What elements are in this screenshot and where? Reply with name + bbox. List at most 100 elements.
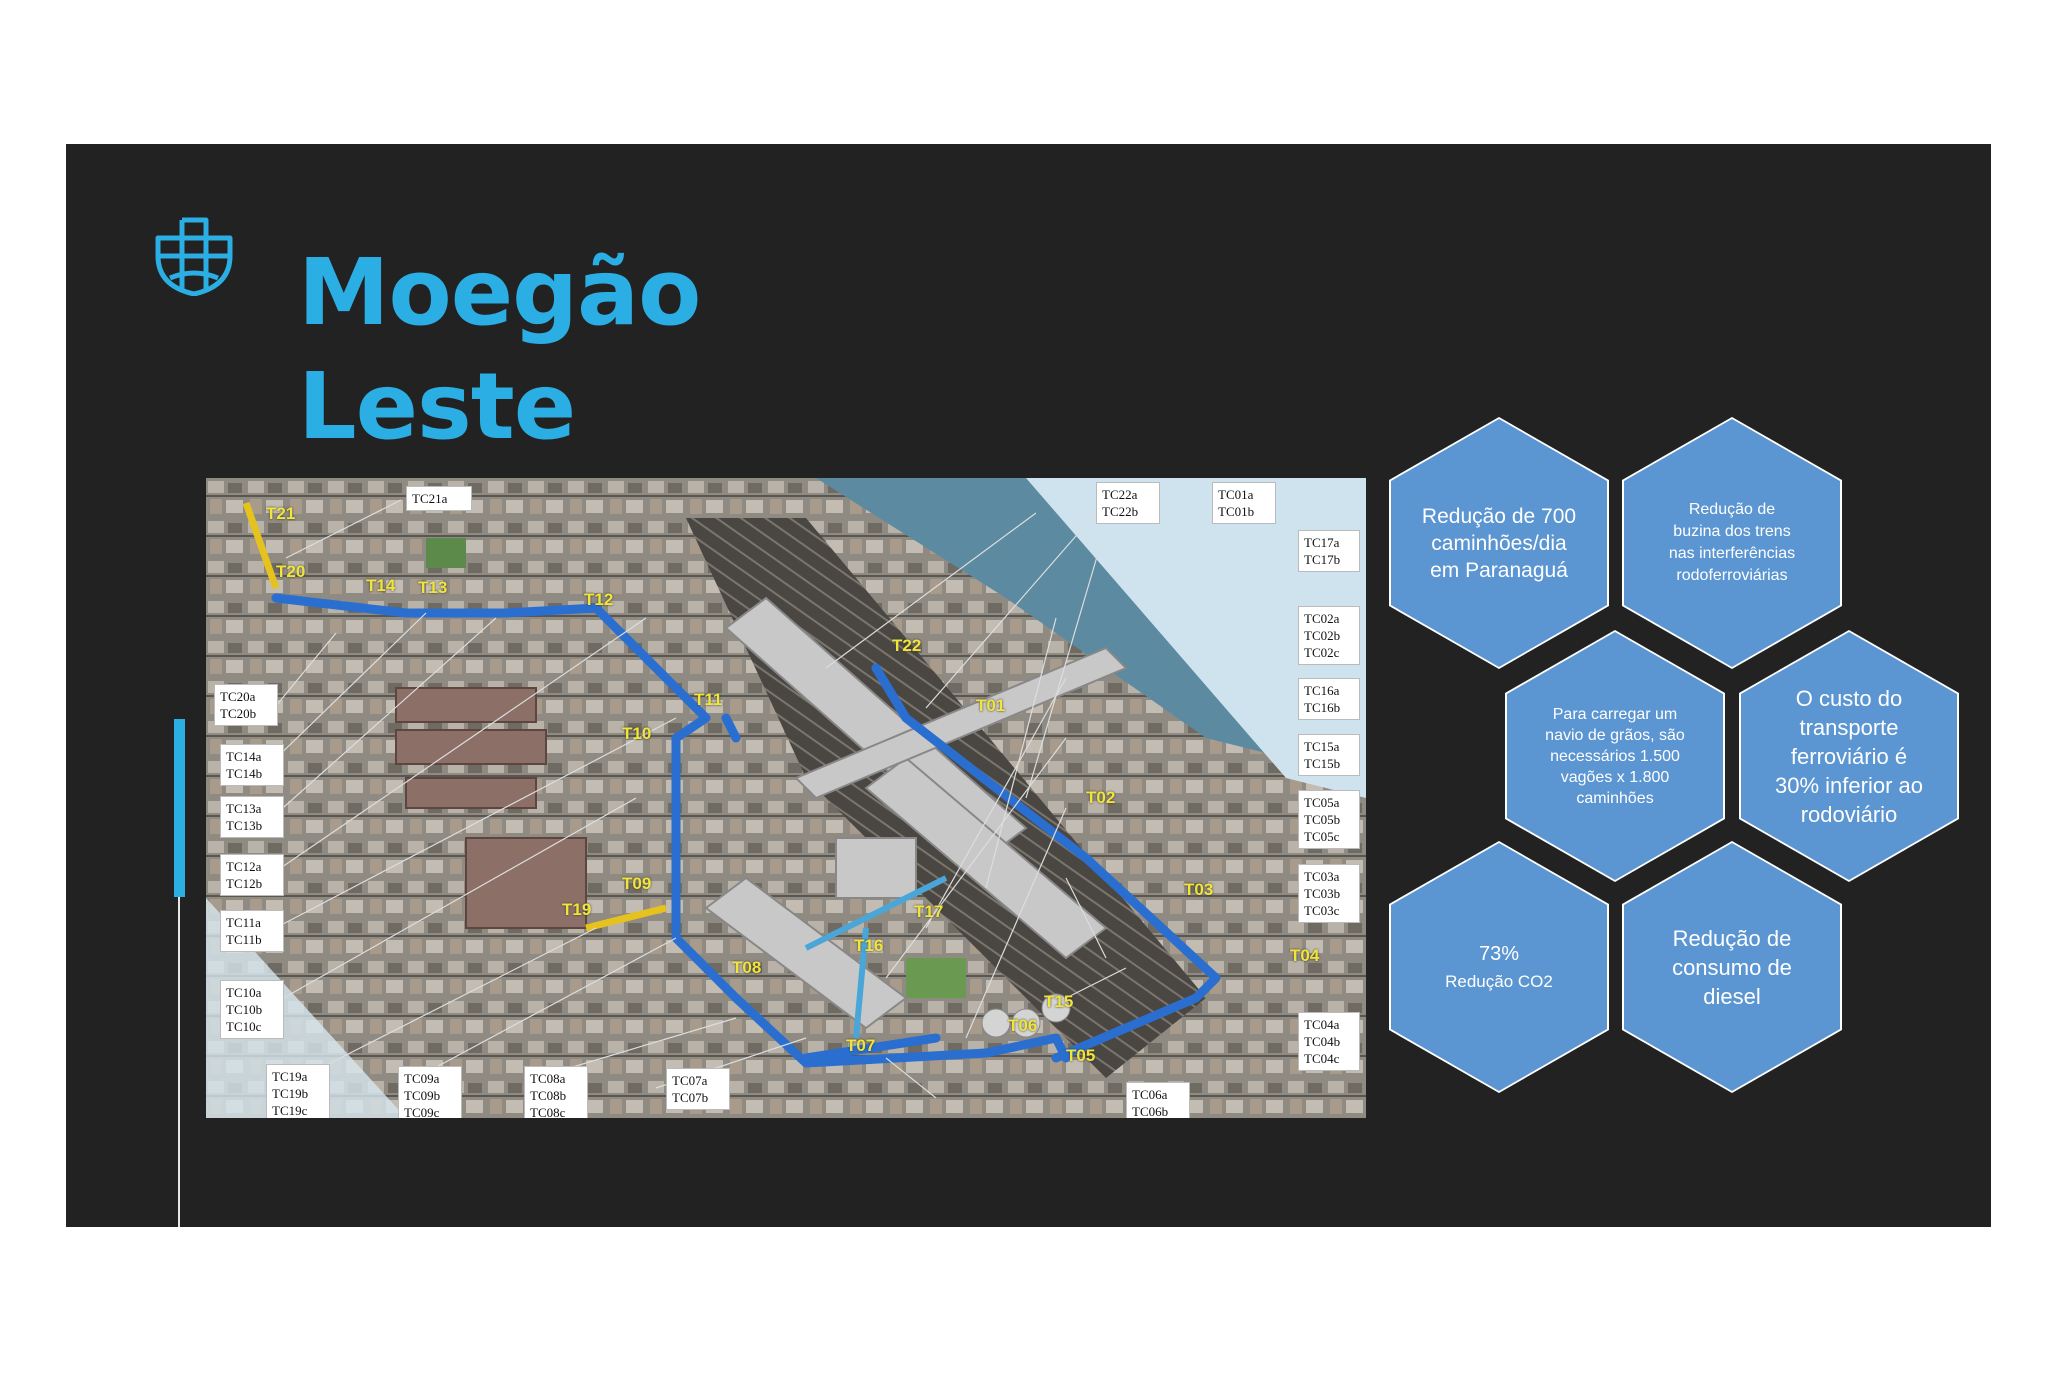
callout-line: TC04b <box>1304 1034 1341 1049</box>
callout-line: TC09b <box>404 1088 441 1103</box>
title-line-1: Moegão <box>298 239 701 346</box>
tag-t01: T01 <box>976 696 1006 715</box>
callout-line: TC02a <box>1304 611 1340 626</box>
tag-t04: T04 <box>1290 946 1320 965</box>
callout-tc21: TC21a <box>406 486 472 511</box>
callout-line: TC06a <box>1132 1087 1168 1102</box>
hex-co2-label: Redução CO2 <box>1445 972 1553 991</box>
page-title: Moegão Leste <box>298 236 701 464</box>
callout-line: TC08c <box>530 1105 566 1118</box>
tag-t13: T13 <box>418 578 448 597</box>
callout-line: TC21a <box>412 491 448 506</box>
callout-line: TC09c <box>404 1105 440 1118</box>
callout-line: TC03a <box>1304 869 1340 884</box>
hex-cost: O custo do transporte ferroviário é 30% … <box>1741 632 1957 880</box>
tag-t17: T17 <box>914 902 944 921</box>
callout-line: TC03c <box>1304 903 1340 918</box>
callout-line: TC22a <box>1102 487 1138 502</box>
vertical-divider <box>178 719 180 1227</box>
tag-t06: T06 <box>1008 1016 1038 1035</box>
callout-line: TC16a <box>1304 683 1340 698</box>
callout-line: TC07a <box>672 1073 708 1088</box>
hex-diesel-text: Redução de consumo de diesel <box>1672 925 1792 1009</box>
tag-t11: T11 <box>694 690 723 709</box>
callout-line: TC09a <box>404 1071 440 1086</box>
callout-line: TC10a <box>226 985 262 1000</box>
callout-line: TC05b <box>1304 812 1341 827</box>
callout-line: TC15a <box>1304 739 1340 754</box>
hex-trucks: Redução de 700 caminhões/dia em Paranagu… <box>1391 419 1607 667</box>
hex-diesel: Redução de consumo de diesel <box>1624 843 1840 1091</box>
callout-line: TC19c <box>272 1103 308 1118</box>
callout-line: TC07b <box>672 1090 709 1105</box>
callout-line: TC01a <box>1218 487 1254 502</box>
callout-line: TC06b <box>1132 1104 1169 1118</box>
callout-line: TC01b <box>1218 504 1255 519</box>
callout-line: TC16b <box>1304 700 1341 715</box>
hex-trucks-text: Redução de 700 caminhões/dia em Paranagu… <box>1421 504 1577 582</box>
callout-line: TC14b <box>226 766 263 781</box>
callout-line: TC10b <box>226 1002 263 1017</box>
tag-t12: T12 <box>584 590 614 609</box>
callout-line: TC14a <box>226 749 262 764</box>
callout-line: TC22b <box>1102 504 1139 519</box>
callout-line: TC10c <box>226 1019 262 1034</box>
callout-line: TC13a <box>226 801 262 816</box>
callout-line: TC17b <box>1304 552 1341 567</box>
title-line-2: Leste <box>298 353 576 460</box>
tag-t02: T02 <box>1086 788 1116 807</box>
tag-t05: T05 <box>1066 1046 1096 1065</box>
callout-line: TC02b <box>1304 628 1341 643</box>
hex-cost-text: O custo do transporte ferroviário é 30% … <box>1775 685 1923 827</box>
callout-line: TC19b <box>272 1086 309 1101</box>
callout-line: TC05c <box>1304 829 1340 844</box>
tag-t08: T08 <box>732 958 762 977</box>
slide: Moegão Leste <box>66 144 1991 1227</box>
callout-line: TC19a <box>272 1069 308 1084</box>
tag-t03: T03 <box>1184 880 1214 899</box>
map-illustration <box>206 478 1366 1118</box>
hex-ship-text: Para carregar um navio de grãos, são nec… <box>1545 705 1685 807</box>
callout-line: TC08a <box>530 1071 566 1086</box>
callout-line: TC11b <box>226 932 262 947</box>
tag-t21: T21 <box>266 504 296 523</box>
hex-ship: Para carregar um navio de grãos, são nec… <box>1507 632 1723 880</box>
hex-horn: Redução de buzina dos trens nas interfer… <box>1624 419 1840 667</box>
globe-shield-icon <box>155 217 233 296</box>
tag-t16: T16 <box>854 936 884 955</box>
hex-co2: 73% Redução CO2 <box>1391 843 1607 1091</box>
hex-horn-text: Redução de buzina dos trens nas interfer… <box>1668 501 1796 584</box>
callout-line: TC04a <box>1304 1017 1340 1032</box>
callout-line: TC15b <box>1304 756 1341 771</box>
accent-bar <box>174 719 185 897</box>
tag-t09: T09 <box>622 874 652 893</box>
tag-t22: T22 <box>892 636 922 655</box>
callout-line: TC20a <box>220 689 256 704</box>
hex-co2-value: 73% <box>1478 943 1520 965</box>
callout-line: TC17a <box>1304 535 1340 550</box>
tag-t15: T15 <box>1044 992 1074 1011</box>
callout-line: TC05a <box>1304 795 1340 810</box>
callout-line: TC04c <box>1304 1051 1340 1066</box>
callout-line: TC02c <box>1304 645 1340 660</box>
tag-t14: T14 <box>366 576 396 595</box>
